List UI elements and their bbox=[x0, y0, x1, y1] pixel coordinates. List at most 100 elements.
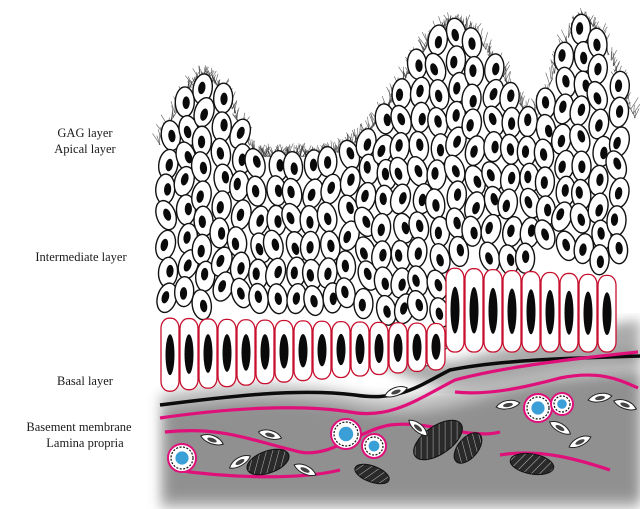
basal-cell-nucleus bbox=[375, 334, 384, 363]
label-basal-layer: Basal layer bbox=[20, 373, 150, 390]
basal-cell bbox=[560, 273, 578, 352]
basal-cell bbox=[332, 322, 350, 378]
basal-cell-nucleus bbox=[242, 334, 251, 371]
intermediate-cell bbox=[155, 173, 176, 204]
basal-cell bbox=[408, 323, 426, 371]
basal-cell bbox=[370, 322, 388, 374]
basal-cell-nucleus bbox=[508, 289, 517, 335]
intermediate-cell bbox=[247, 282, 270, 314]
basal-cell bbox=[313, 321, 331, 379]
basal-cell-nucleus bbox=[451, 287, 460, 334]
vessel-lumen bbox=[175, 451, 188, 464]
intermediate-cell bbox=[606, 205, 627, 236]
vessel bbox=[331, 419, 361, 449]
basal-cell bbox=[294, 321, 312, 381]
vessel-lumen bbox=[369, 441, 380, 452]
intermediate-cell bbox=[354, 288, 373, 318]
basal-cell bbox=[427, 324, 445, 370]
vessel-lumen bbox=[557, 399, 567, 409]
basal-cell bbox=[579, 274, 597, 352]
intermediate-cell bbox=[518, 106, 538, 137]
gag-fiber bbox=[483, 32, 487, 46]
intermediate-cell bbox=[213, 83, 233, 114]
intermediate-cell bbox=[391, 78, 411, 109]
basal-cell-nucleus bbox=[261, 334, 270, 370]
vessel bbox=[551, 393, 573, 415]
intermediate-cell bbox=[427, 78, 451, 111]
basal-cell-nucleus bbox=[318, 334, 327, 366]
basal-cell bbox=[351, 322, 369, 376]
basal-cell bbox=[275, 320, 293, 382]
basal-cell-nucleus bbox=[356, 334, 365, 364]
intermediate-cell bbox=[318, 147, 337, 177]
basal-cell-nucleus bbox=[565, 291, 574, 335]
basal-cell bbox=[256, 320, 274, 384]
label-intermediate-layer: Intermediate layer bbox=[6, 249, 156, 266]
label-gag-layer: GAG layer bbox=[20, 125, 150, 142]
intermediate-cell bbox=[426, 24, 449, 56]
basal-cell-nucleus bbox=[489, 288, 498, 334]
vessel-lumen bbox=[531, 401, 544, 414]
cell-nucleus bbox=[218, 227, 225, 240]
gag-fiber bbox=[631, 97, 639, 109]
basal-cell bbox=[522, 272, 540, 352]
gag-fiber bbox=[420, 43, 423, 50]
gag-fiber bbox=[550, 79, 553, 84]
basal-cell-nucleus bbox=[223, 334, 232, 372]
intermediate-cell bbox=[589, 244, 609, 275]
gag-fiber bbox=[236, 108, 239, 118]
basal-cell-nucleus bbox=[299, 334, 308, 367]
basal-cell-nucleus bbox=[527, 289, 536, 334]
basal-cell bbox=[218, 319, 236, 386]
intermediate-cell bbox=[465, 56, 484, 86]
basal-cell bbox=[199, 319, 217, 388]
intermediate-cell bbox=[153, 228, 179, 262]
gag-fiber bbox=[631, 109, 636, 118]
intermediate-cell bbox=[212, 112, 232, 142]
basal-cell-nucleus bbox=[394, 334, 403, 362]
basal-cell bbox=[541, 273, 559, 353]
basal-cell-nucleus bbox=[166, 334, 175, 375]
basal-cell bbox=[503, 271, 521, 352]
gag-fiber bbox=[153, 134, 161, 145]
cell-nucleus bbox=[310, 159, 317, 172]
intermediate-cell bbox=[210, 218, 229, 248]
intermediate-cell bbox=[406, 48, 428, 80]
gag-fiber bbox=[445, 20, 446, 29]
vessel-lumen bbox=[339, 427, 353, 441]
intermediate-cell bbox=[335, 250, 357, 282]
vessel bbox=[168, 444, 196, 472]
intermediate-cell bbox=[607, 176, 631, 209]
label-apical-layer: Apical layer bbox=[20, 141, 150, 158]
cell-nucleus bbox=[524, 171, 531, 184]
gag-fiber bbox=[612, 50, 617, 60]
intermediate-cell bbox=[175, 87, 195, 117]
vessel bbox=[362, 434, 386, 458]
basal-cell-nucleus bbox=[204, 334, 213, 373]
basal-cell-nucleus bbox=[280, 334, 289, 368]
intermediate-cell bbox=[299, 231, 320, 262]
label-lamina-propria: Lamina propria bbox=[20, 435, 150, 452]
intermediate-cell bbox=[211, 190, 233, 222]
basal-cell bbox=[465, 269, 483, 352]
basal-cell bbox=[237, 320, 255, 385]
label-basement-membrane: Basement membrane bbox=[4, 419, 154, 436]
gag-fiber bbox=[546, 73, 550, 85]
intermediate-cell bbox=[152, 198, 180, 233]
basal-cell-nucleus bbox=[185, 334, 194, 374]
vessel bbox=[524, 394, 552, 422]
gag-fiber bbox=[550, 67, 551, 79]
gag-fiber bbox=[268, 144, 269, 157]
intermediate-cell bbox=[572, 151, 591, 181]
basal-cell bbox=[484, 270, 502, 352]
basal-cell bbox=[180, 319, 198, 390]
basal-cell-nucleus bbox=[546, 290, 555, 335]
basal-cell bbox=[389, 323, 407, 373]
intermediate-cell bbox=[586, 107, 611, 140]
basal-cell bbox=[161, 318, 179, 391]
gag-fiber bbox=[185, 76, 193, 86]
intermediate-cell bbox=[515, 243, 534, 273]
intermediate-cell bbox=[424, 188, 447, 220]
basal-cell-nucleus bbox=[413, 334, 422, 361]
